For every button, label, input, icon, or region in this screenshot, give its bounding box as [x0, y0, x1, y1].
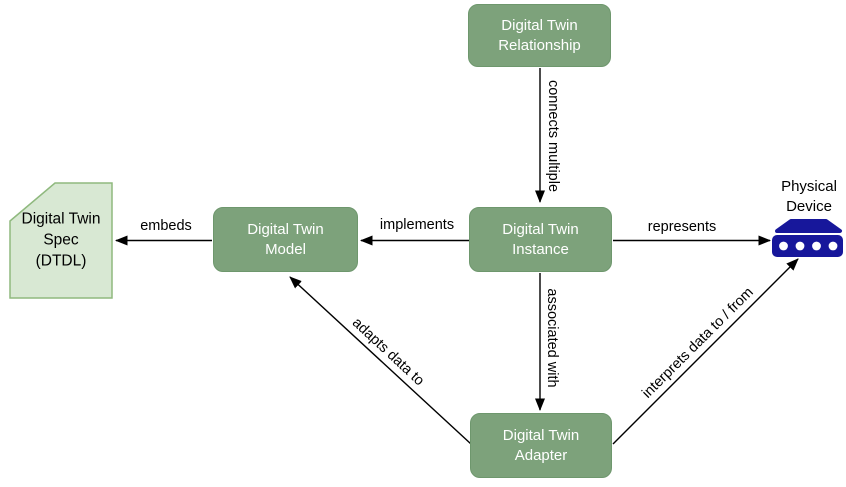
edge-label-embeds: embeds	[140, 218, 192, 234]
edge-adapts-data-to-arrow	[289, 276, 472, 445]
physical-device-label: Physical Device	[781, 177, 837, 218]
device-lid-shape	[775, 219, 842, 233]
device-dot	[828, 241, 838, 251]
physical-device-icon	[772, 219, 843, 257]
node-label-line: Instance	[512, 240, 569, 258]
spec-label-line: (DTDL)	[35, 252, 87, 270]
node-label-line: Digital Twin	[502, 220, 579, 238]
device-dot	[795, 241, 805, 251]
spec-label-line: Spec	[43, 231, 79, 249]
dtdl-document-shape	[9, 182, 113, 299]
node-digital-twin-model: Digital Twin Model	[213, 207, 358, 272]
node-digital-twin-spec-label: Digital Twin Spec (DTDL)	[22, 210, 101, 273]
node-label-line: Digital Twin	[501, 16, 578, 34]
node-label-line: Digital Twin	[247, 220, 324, 238]
node-label-line: Model	[265, 240, 306, 258]
node-label-line: Digital Twin	[502, 426, 580, 444]
spec-label-line: Digital Twin	[21, 210, 101, 228]
edge-interprets-data-arrow	[612, 258, 799, 445]
node-digital-twin-relationship: Digital Twin Relationship	[468, 4, 611, 67]
device-dot	[812, 241, 821, 251]
edge-label-connects-multiple: connects multiple	[545, 79, 561, 193]
edge-label-implements: implements	[379, 217, 455, 233]
device-dot	[779, 241, 788, 251]
edge-label-associated-with: associated with	[544, 288, 560, 388]
edge-label-represents: represents	[647, 219, 717, 235]
node-label-line: Adapter	[514, 446, 568, 464]
device-body-shape	[772, 235, 843, 257]
device-label-line: Device	[786, 198, 832, 215]
node-digital-twin-instance: Digital Twin Instance	[469, 207, 612, 272]
node-label-line: Relationship	[498, 36, 581, 54]
device-label-line: Physical	[781, 177, 837, 195]
node-digital-twin-adapter: Digital Twin Adapter	[470, 413, 612, 478]
